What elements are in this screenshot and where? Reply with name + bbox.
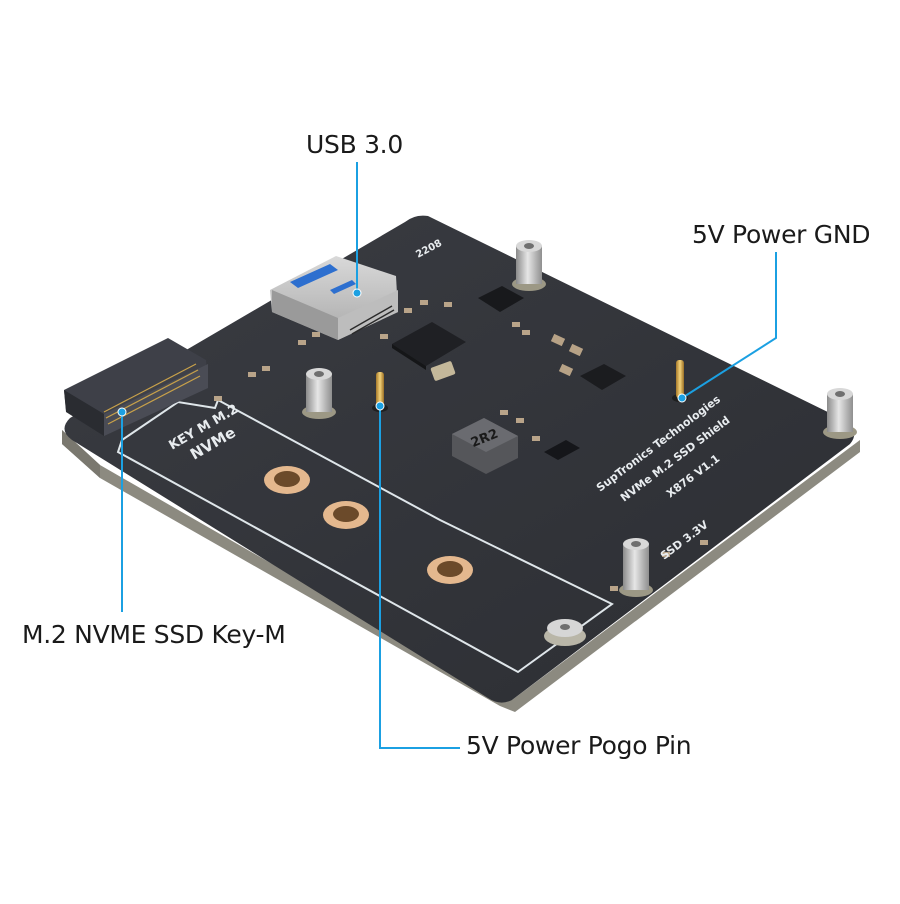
standoff-right bbox=[823, 388, 857, 439]
m2-slot bbox=[64, 338, 208, 436]
mosfet bbox=[544, 440, 580, 460]
standoff-rear bbox=[512, 240, 546, 291]
smd-passives bbox=[214, 300, 708, 591]
usb-callout-label: USB 3.0 bbox=[306, 130, 403, 159]
soic-chip bbox=[478, 286, 524, 312]
standoff-short bbox=[544, 619, 586, 646]
callout-lines bbox=[121, 162, 777, 749]
m2-ssd-outline bbox=[116, 398, 614, 674]
crystal bbox=[430, 361, 456, 381]
pogo-callout-line bbox=[379, 406, 460, 749]
usb-3-port bbox=[270, 256, 398, 340]
mounting-holes bbox=[264, 466, 473, 584]
regulator-module bbox=[550, 333, 626, 390]
m2-callout-label: M.2 NVME SSD Key-M bbox=[22, 620, 286, 649]
pogo-callout-label: 5V Power Pogo Pin bbox=[466, 731, 692, 760]
standoff-front bbox=[619, 538, 653, 597]
inductor-2r2: 2R2 bbox=[452, 418, 518, 474]
callout-dots bbox=[117, 288, 687, 417]
standoff-center bbox=[302, 368, 336, 419]
pcb-edge bbox=[62, 430, 860, 712]
gnd-callout-label: 5V Power GND bbox=[692, 220, 871, 249]
gnd-callout-line bbox=[681, 252, 777, 399]
usb-controller-ic bbox=[392, 322, 466, 370]
